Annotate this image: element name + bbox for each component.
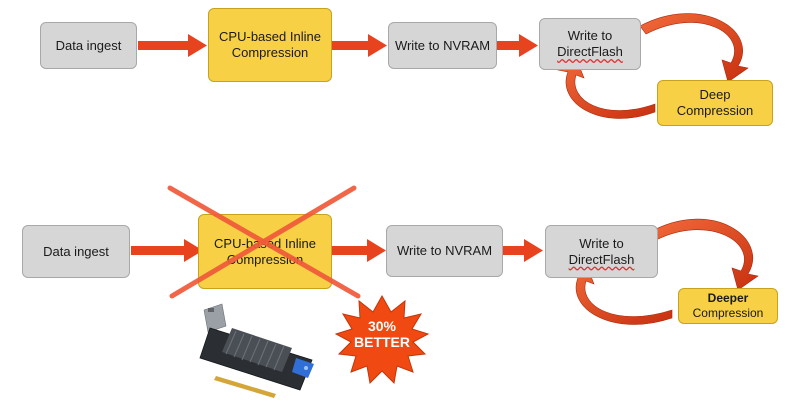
bottom-nvram-box: Write to NVRAM — [386, 225, 503, 277]
top-arrow-3 — [497, 34, 538, 57]
bottom-deeper-label-line2: Compression — [692, 306, 764, 320]
bottom-deeper-compression-box: Deeper Compression — [678, 288, 778, 324]
top-nvram-label: Write to NVRAM — [394, 37, 491, 53]
bottom-deeper-label-line1: Deeper — [707, 291, 749, 305]
top-deep-label-line1: Deep — [699, 87, 731, 102]
bottom-write-label-line1: Write to — [579, 235, 624, 251]
top-data-ingest-box: Data ingest — [40, 22, 137, 69]
top-cpu-compression-box: CPU-based Inline Compression — [208, 8, 332, 82]
top-write-label-line1: Write to — [567, 28, 613, 43]
badge-text: 30% BETTER — [347, 318, 417, 350]
bottom-arrow-2 — [332, 239, 386, 262]
bottom-data-ingest-label: Data ingest — [43, 243, 109, 259]
top-arrow-1 — [138, 34, 207, 57]
badge-line2: BETTER — [354, 334, 410, 350]
top-write-label-line2: DirectFlash — [557, 44, 623, 59]
top-data-ingest-label: Data ingest — [55, 37, 122, 53]
bottom-arrow-3 — [503, 239, 543, 262]
top-cpu-label-line1: CPU-based Inline — [219, 29, 321, 44]
bottom-nvram-label: Write to NVRAM — [396, 243, 493, 258]
bottom-data-ingest-box: Data ingest — [22, 225, 130, 278]
pcie-accelerator-card-icon — [196, 298, 326, 398]
top-deep-compression-box: Deep Compression — [657, 80, 773, 126]
bottom-directflash-box: Write to DirectFlash — [545, 225, 658, 278]
bottom-write-label-line2: DirectFlash — [568, 251, 635, 267]
top-arrow-2 — [332, 34, 387, 57]
top-deep-label-line2: Compression — [676, 103, 754, 118]
top-directflash-box: Write to DirectFlash — [539, 18, 641, 70]
bottom-arrow-1 — [131, 239, 203, 262]
badge-line1: 30% — [367, 318, 397, 334]
top-cpu-label-line2: Compression — [231, 45, 309, 60]
top-nvram-box: Write to NVRAM — [388, 22, 497, 69]
